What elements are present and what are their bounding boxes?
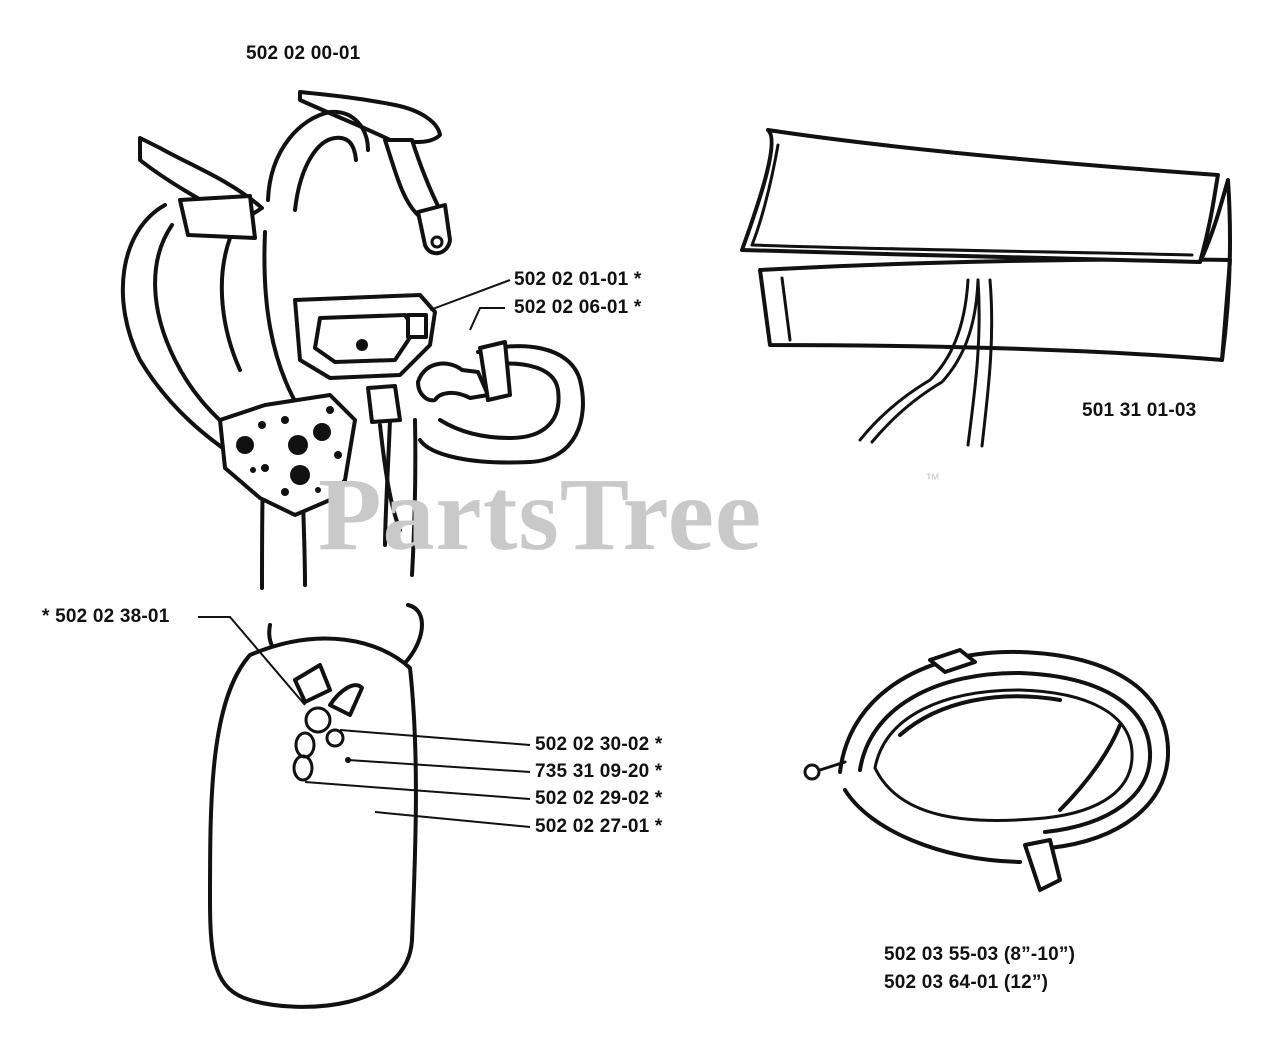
part-label: 502 02 27-01 * <box>535 816 663 837</box>
leader-line <box>469 307 505 331</box>
hip-pad-illustration <box>198 603 531 1009</box>
part-label: 735 31 09-20 * <box>535 761 663 782</box>
part-label: 502 02 30-02 * <box>535 734 663 755</box>
tool-bag-illustration <box>740 128 1232 448</box>
part-label-belt: 502 03 55-03 (8”-10”) <box>884 944 1076 965</box>
part-label-tool-bag: 501 31 01-03 <box>1082 400 1197 421</box>
part-label: 502 02 29-02 * <box>535 788 663 809</box>
leader-line <box>429 279 511 311</box>
part-label: 502 02 01-01 * <box>514 269 642 290</box>
harness-illustration <box>120 90 585 590</box>
part-label-belt: 502 03 64-01 (12”) <box>884 972 1049 993</box>
belt-illustration <box>803 648 1171 892</box>
watermark: PartsTree <box>318 457 763 572</box>
part-label-harness: 502 02 00-01 <box>246 43 361 64</box>
part-label: 502 02 06-01 * <box>514 297 642 318</box>
part-label-hip-pad-hook: * 502 02 38-01 <box>42 606 170 627</box>
trademark-symbol: ™ <box>925 471 940 488</box>
